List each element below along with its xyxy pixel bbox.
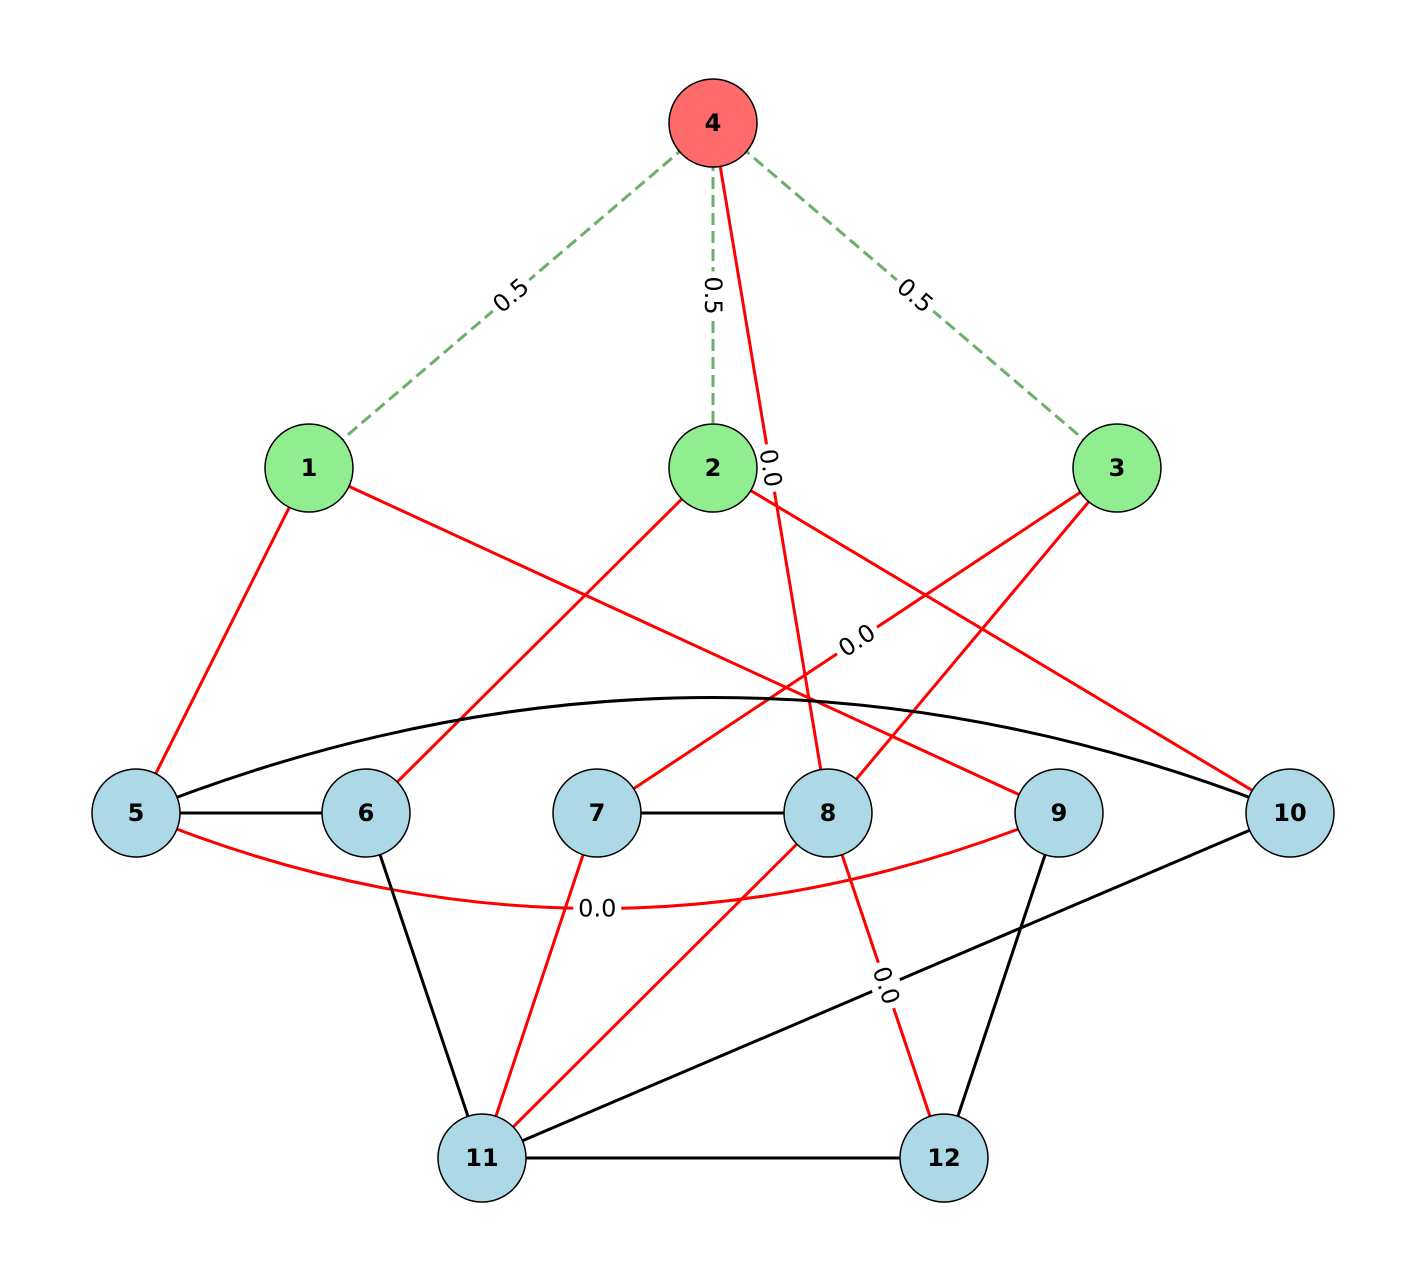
node-circle [321,768,411,858]
node-10: 10 [1245,768,1335,858]
edge-label-4-2: 0.5 [698,271,728,320]
node-4: 4 [668,78,758,168]
node-8: 8 [783,768,873,858]
node-circle [437,1113,527,1203]
edge-6-11 [364,812,484,1159]
edge-label-background [887,268,943,323]
node-label: 12 [927,1144,960,1172]
node-circle [1245,768,1335,858]
node-circle [1072,423,1162,513]
edge-weight-label: 0.0 [578,895,616,923]
node-2: 2 [668,423,758,513]
node-1: 1 [264,423,354,513]
node-11: 11 [437,1113,527,1203]
edge-label-3-7: 0.0 [828,614,886,667]
node-3: 3 [1072,423,1162,513]
edge-4-3 [712,121,1118,470]
node-label: 9 [1051,799,1068,827]
node-label: 1 [301,454,318,482]
edge-label-background [864,957,908,1014]
edge-2-10 [712,466,1291,815]
node-9: 9 [1014,768,1104,858]
edge-weight-label: 0.5 [699,276,727,314]
node-label: 6 [358,799,375,827]
node-label: 11 [465,1144,498,1172]
node-5: 5 [91,768,181,858]
edge-label-background [573,893,622,924]
node-label: 3 [1109,454,1126,482]
node-label: 4 [705,109,722,137]
edge-8-11 [480,811,830,1160]
node-7: 7 [552,768,642,858]
edge-label-background [483,268,539,323]
edge-label-4-1: 0.5 [483,268,539,323]
node-12: 12 [899,1113,989,1203]
node-label: 8 [820,799,837,827]
node-circle [1014,768,1104,858]
edge-1-5 [134,467,311,814]
edge-label-background [698,271,728,320]
edge-7-11 [480,812,599,1159]
node-circle [91,768,181,858]
edge-4-1 [308,121,714,470]
node-circle [668,78,758,168]
edge-1-9 [308,466,1060,815]
edge-2-6 [364,466,715,815]
edge-label-background [751,441,790,495]
node-circle [783,768,873,858]
edge-5-10 [135,696,1291,815]
edge-weight-label: 0.0 [754,447,788,489]
edge-label-4-3: 0.5 [887,268,943,323]
node-circle [668,423,758,513]
node-circle [264,423,354,513]
edge-label-8-12: 0.0 [864,957,908,1014]
node-label: 5 [128,799,145,827]
node-6: 6 [321,768,411,858]
edge-label-4-8: 0.0 [751,441,790,495]
node-label: 2 [705,454,722,482]
node-label: 10 [1273,799,1306,827]
node-circle [899,1113,989,1203]
edge-label-5-9: 0.0 [573,893,622,924]
node-circle [552,768,642,858]
edge-9-12 [942,812,1061,1159]
node-label: 7 [589,799,606,827]
edge-3-8 [826,467,1119,814]
edge-label-background [828,614,886,667]
